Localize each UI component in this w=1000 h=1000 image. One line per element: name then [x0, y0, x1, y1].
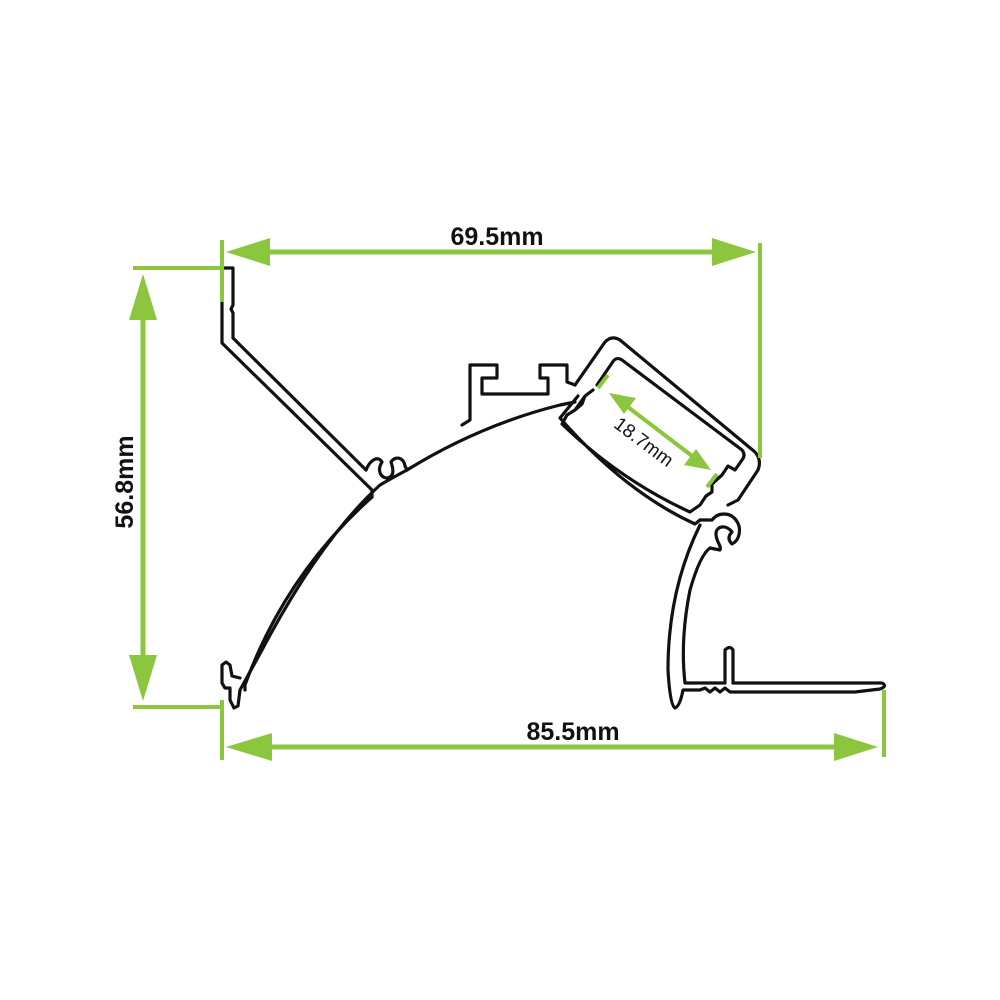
- arc-outer: [243, 495, 374, 692]
- left-arm: [220, 298, 374, 499]
- led-channel-inner: [595, 356, 746, 486]
- channel-width-label: 18.7mm: [610, 414, 677, 472]
- left-clip: [364, 456, 409, 480]
- channel-arrow-left: [609, 393, 636, 414]
- arc-upper: [405, 400, 577, 472]
- arc-inner: [220, 468, 409, 710]
- left-arm-inner: [220, 266, 368, 472]
- right-arc: [666, 523, 887, 710]
- top-arrow-right: [712, 238, 756, 266]
- channel-arrow-right: [684, 449, 711, 470]
- bottom-arrow-left: [226, 733, 272, 761]
- channel-dimension-line: [618, 399, 702, 464]
- aluminium-profile: [220, 266, 887, 710]
- bottom-arrow-right: [834, 733, 878, 761]
- channel-extension-left: [596, 373, 610, 390]
- dimension-lines: [129, 238, 886, 761]
- top-arrow-left: [226, 238, 270, 266]
- channel-extension-right: [705, 472, 719, 489]
- bottom-width-label: 85.5mm: [526, 718, 619, 746]
- top-width-label: 69.5mm: [450, 223, 543, 251]
- led-channel-floor: [558, 388, 714, 526]
- led-channel-outer: [573, 336, 762, 507]
- right-clip: [698, 512, 742, 552]
- height-label: 56.8mm: [111, 435, 139, 528]
- height-arrow-bottom: [129, 655, 157, 701]
- height-arrow-top: [129, 274, 157, 320]
- t-slot: [460, 363, 577, 427]
